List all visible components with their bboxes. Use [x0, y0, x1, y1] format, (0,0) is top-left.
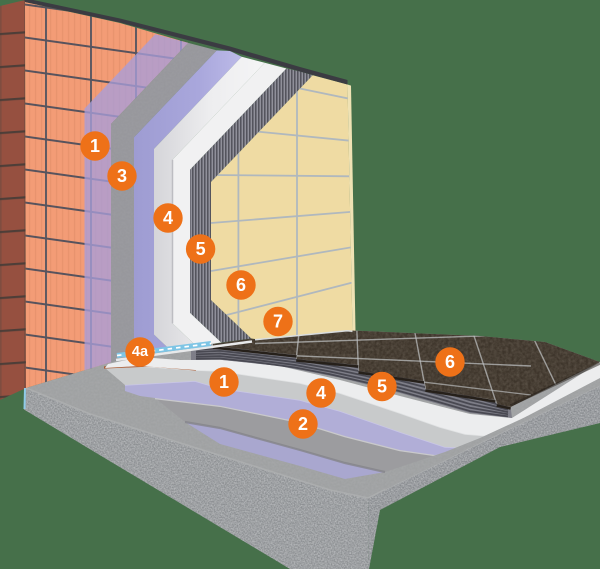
svg-text:4a: 4a: [132, 344, 149, 360]
svg-text:5: 5: [377, 377, 387, 397]
svg-text:5: 5: [196, 239, 206, 259]
svg-text:4: 4: [163, 208, 173, 228]
svg-text:3: 3: [117, 166, 127, 186]
svg-text:7: 7: [273, 312, 283, 332]
svg-text:6: 6: [236, 275, 246, 295]
svg-text:1: 1: [90, 136, 100, 156]
svg-text:6: 6: [445, 352, 455, 372]
svg-text:2: 2: [298, 414, 308, 434]
svg-text:4: 4: [316, 383, 326, 403]
svg-text:1: 1: [219, 372, 229, 392]
